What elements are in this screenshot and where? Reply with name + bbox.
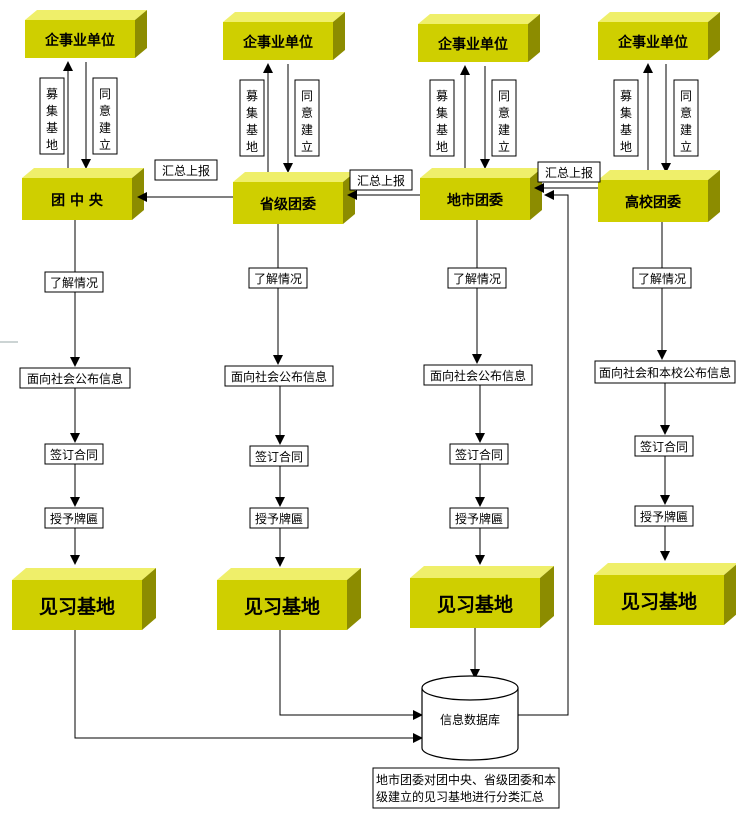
column-central: 企事业单位 募集基地 同意建立 团 中 央 了解情况 面向社会	[12, 10, 156, 630]
org-box-city: 地市团委	[420, 168, 542, 220]
org-box-college: 高校团委	[598, 170, 720, 222]
step-publish-4: 面向社会和本校公布信息	[594, 360, 736, 384]
org-box-central: 团 中 央	[22, 168, 144, 220]
svg-text:签订合同: 签订合同	[50, 447, 98, 462]
enterprise-box-1: 企事业单位	[25, 10, 147, 58]
svg-text:地市团委对团中央、省级团委和本: 地市团委对团中央、省级团委和本	[376, 772, 556, 787]
report-label-2: 汇总上报	[349, 169, 413, 191]
svg-text:了解情况: 了解情况	[254, 272, 302, 286]
step-plaque-1: 授予牌匾	[44, 507, 104, 529]
agree-label-4: 同意建立	[673, 79, 699, 157]
svg-text:授予牌匾: 授予牌匾	[455, 511, 503, 526]
svg-text:了解情况: 了解情况	[453, 272, 501, 286]
svg-text:募集基地: 募集基地	[246, 89, 258, 154]
base-box-4: 见习基地	[594, 563, 736, 625]
svg-text:见习基地: 见习基地	[244, 595, 320, 618]
recruit-label-3: 募集基地	[429, 79, 455, 157]
step-contract-1: 签订合同	[44, 443, 104, 465]
svg-text:同意建立: 同意建立	[498, 89, 510, 154]
step-understand-3: 了解情况	[447, 267, 507, 289]
svg-text:募集基地: 募集基地	[46, 87, 58, 152]
agree-label-1: 同意建立	[92, 77, 118, 155]
step-contract-4: 签订合同	[634, 435, 694, 457]
column-college: 企事业单位 募集基地 同意建立 高校团委 了解情况 面向社会和本校公布信息	[594, 12, 736, 625]
svg-text:了解情况: 了解情况	[50, 276, 98, 290]
enterprise-box-2: 企事业单位	[223, 12, 345, 60]
org-label-central: 团 中 央	[51, 192, 104, 209]
step-plaque-3: 授予牌匾	[449, 507, 509, 529]
svg-text:签订合同: 签订合同	[255, 449, 303, 464]
svg-text:授予牌匾: 授予牌匾	[640, 509, 688, 524]
database-label: 信息数据库	[440, 712, 500, 727]
svg-text:面向社会公布信息: 面向社会公布信息	[27, 371, 123, 386]
recruit-label-2: 募集基地	[239, 79, 265, 157]
step-plaque-2: 授予牌匾	[249, 507, 309, 529]
svg-text:面向社会和本校公布信息: 面向社会和本校公布信息	[599, 365, 731, 380]
svg-text:同意建立: 同意建立	[680, 89, 692, 154]
svg-text:见习基地: 见习基地	[39, 595, 115, 618]
step-publish-1: 面向社会公布信息	[19, 367, 131, 389]
enterprise-box-3: 企事业单位	[418, 14, 540, 62]
report-label-1: 汇总上报	[154, 159, 218, 181]
svg-text:级建立的见习基地进行分类汇总: 级建立的见习基地进行分类汇总	[376, 789, 544, 804]
svg-text:面向社会公布信息: 面向社会公布信息	[231, 369, 327, 384]
base-box-2: 见习基地	[217, 568, 361, 630]
svg-text:见习基地: 见习基地	[621, 590, 697, 613]
svg-text:同意建立: 同意建立	[99, 87, 111, 152]
svg-text:汇总上报: 汇总上报	[357, 173, 405, 188]
svg-text:授予牌匾: 授予牌匾	[255, 511, 303, 526]
svg-text:省级团委: 省级团委	[259, 196, 316, 213]
svg-text:见习基地: 见习基地	[437, 593, 513, 616]
svg-text:募集基地: 募集基地	[620, 89, 632, 154]
step-publish-2: 面向社会公布信息	[224, 365, 334, 387]
step-plaque-4: 授予牌匾	[634, 505, 694, 527]
svg-text:面向社会公布信息: 面向社会公布信息	[430, 368, 526, 383]
database-cylinder: 信息数据库	[421, 675, 519, 761]
base-box-3: 见习基地	[410, 566, 554, 628]
org-box-province: 省级团委	[233, 172, 355, 224]
step-understand-2: 了解情况	[248, 267, 308, 289]
step-understand-4: 了解情况	[632, 267, 692, 289]
column-city: 企事业单位 募集基地 同意建立 地市团委 了解情况 面向社会公布信息	[410, 14, 554, 628]
svg-text:汇总上报: 汇总上报	[162, 163, 210, 178]
step-contract-3: 签订合同	[449, 443, 509, 465]
base-box-1: 见习基地	[12, 568, 156, 630]
svg-text:高校团委: 高校团委	[625, 194, 681, 211]
svg-text:签订合同: 签订合同	[640, 439, 688, 454]
step-contract-2: 签订合同	[249, 445, 309, 467]
step-publish-3: 面向社会公布信息	[423, 364, 533, 386]
agree-label-2: 同意建立	[294, 79, 320, 157]
database-note: 地市团委对团中央、省级团委和本 级建立的见习基地进行分类汇总	[372, 767, 560, 809]
svg-text:企事业单位: 企事业单位	[242, 34, 313, 51]
svg-text:授予牌匾: 授予牌匾	[50, 511, 98, 526]
report-label-3: 汇总上报	[537, 161, 601, 183]
svg-text:募集基地: 募集基地	[436, 89, 448, 154]
database-connections	[74, 190, 569, 743]
recruit-label-1: 募集基地	[39, 77, 65, 155]
svg-text:汇总上报: 汇总上报	[545, 165, 593, 180]
svg-text:了解情况: 了解情况	[638, 272, 686, 286]
agree-label-3: 同意建立	[491, 79, 517, 157]
svg-text:签订合同: 签订合同	[455, 447, 503, 462]
svg-text:同意建立: 同意建立	[301, 89, 313, 154]
svg-text:地市团委: 地市团委	[447, 192, 503, 209]
recruit-label-4: 募集基地	[613, 79, 639, 157]
svg-text:企事业单位: 企事业单位	[617, 34, 688, 51]
svg-text:企事业单位: 企事业单位	[437, 36, 508, 53]
enterprise-box-4: 企事业单位	[598, 12, 720, 60]
enterprise-label: 企事业单位	[44, 32, 115, 49]
step-understand-1: 了解情况	[44, 271, 104, 293]
column-province: 企事业单位 募集基地 同意建立 省级团委 了解情况 面向社会公布信息	[217, 12, 361, 630]
report-arrows: 汇总上报 汇总上报 汇总上报	[137, 159, 601, 202]
